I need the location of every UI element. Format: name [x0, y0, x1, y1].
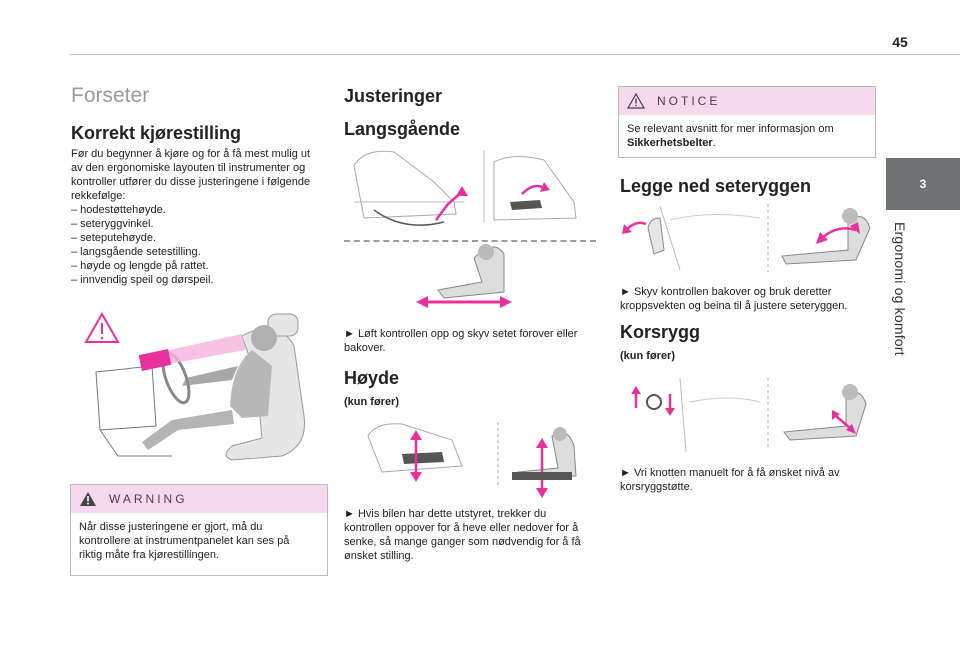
text-line: kontrollen oppover for å heve eller nedo…	[344, 522, 579, 534]
height-text: ► Hvis bilen har dette utstyret, trekker…	[344, 507, 600, 563]
driving-posture-illustration	[82, 306, 322, 472]
warning-triangle-icon	[84, 311, 120, 343]
notice-box: NOTICE Se relevant avsnitt for mer infor…	[618, 86, 876, 158]
notice-title: NOTICE	[657, 94, 721, 108]
lumbar-adjust-illustration	[620, 372, 878, 456]
chapter-tab[interactable]: 3	[886, 158, 960, 210]
korsrygg-note: (kun fører)	[620, 350, 675, 362]
text-line: ► Hvis bilen har dette utstyret, trekker…	[344, 508, 547, 520]
text-line: riktig måte fra kjørestillingen.	[79, 549, 219, 561]
heading-korsrygg: Korsrygg	[620, 322, 701, 342]
text-line: ► Vri knotten manuelt for å få ønsket ni…	[620, 467, 840, 479]
text-line: ► Løft kontrollen opp og skyv setet foro…	[344, 328, 578, 340]
dashed-divider	[344, 240, 596, 242]
hoyde-note: (kun fører)	[344, 396, 399, 408]
text-line: Se relevant avsnitt for mer informasjon …	[627, 123, 834, 135]
warning-triangle-icon	[80, 492, 96, 506]
heading-legge-ned: Legge ned seteryggen	[620, 176, 812, 196]
text-line: kontrollere at instrumentpanelet kan ses…	[79, 535, 290, 547]
backrest-text: ► Skyv kontrollen bakover og bruk derett…	[620, 285, 876, 313]
text-line: Før du begynner å kjøre og for å få mest…	[71, 148, 311, 160]
lumbar-text: ► Vri knotten manuelt for å få ønsket ni…	[620, 466, 876, 494]
period: .	[712, 137, 716, 149]
text-line: av den ergonomiske layouten til instrume…	[71, 162, 306, 174]
text-line: senke, så mange ganger som nødvendig for…	[344, 536, 581, 548]
page-number: 45	[892, 34, 908, 50]
list-item: – innvendig speil og dørspeil.	[71, 274, 214, 286]
text-line: rekkefølge:	[71, 190, 126, 202]
text-line: korsryggstøtte.	[620, 481, 693, 493]
heading-langsgaende: Langsgående	[344, 119, 461, 139]
list-item: – langsgående setestilling.	[71, 246, 201, 258]
warning-box: WARNING Når disse justeringene er gjort,…	[70, 484, 328, 576]
text-line: Sikkerhetsbelter.	[627, 136, 867, 150]
text-line: ønsket stilling.	[344, 550, 414, 562]
list-item: – seteputehøyde.	[71, 232, 157, 244]
text-line: kroppsvekten og beina til å justere sete…	[620, 300, 848, 312]
list-item: – seteryggvinkel.	[71, 218, 154, 230]
heading-korrekt: Korrekt kjørestilling	[71, 123, 242, 143]
notice-text: Se relevant avsnitt for mer informasjon …	[619, 115, 875, 157]
text-line: bakover.	[344, 342, 386, 354]
backrest-fold-illustration	[620, 200, 878, 276]
notice-box-header: NOTICE	[619, 87, 875, 115]
chapter-label-wrap: Ergonomi og komfort	[892, 222, 912, 382]
intro-text: Før du begynner å kjøre og for å få mest…	[71, 147, 331, 287]
header-rule	[70, 54, 960, 55]
text-line: kontroller utfører du disse justeringene…	[71, 176, 311, 188]
notice-triangle-icon	[627, 93, 645, 109]
longitudinal-text: ► Løft kontrollen opp og skyv setet foro…	[344, 327, 600, 355]
warning-title: WARNING	[109, 492, 188, 506]
warning-text: Når disse justeringene er gjort, må du k…	[71, 513, 327, 569]
chapter-label: Ergonomi og komfort	[892, 222, 908, 356]
chapter-number: 3	[919, 177, 927, 191]
longitudinal-adjust-illustration	[344, 142, 598, 320]
bold-link[interactable]: Sikkerhetsbelter	[627, 137, 713, 149]
height-adjust-illustration	[362, 416, 598, 500]
list-item: – høyde og lengde på rattet.	[71, 260, 209, 272]
heading-hoyde: Høyde	[344, 368, 400, 388]
text-line: Når disse justeringene er gjort, må du	[79, 521, 263, 533]
section-title: Forseter	[71, 84, 150, 107]
heading-justeringer: Justeringer	[344, 86, 443, 106]
warning-box-header: WARNING	[71, 485, 327, 513]
text-line: ► Skyv kontrollen bakover og bruk derett…	[620, 286, 832, 298]
list-item: – hodestøttehøyde.	[71, 204, 166, 216]
